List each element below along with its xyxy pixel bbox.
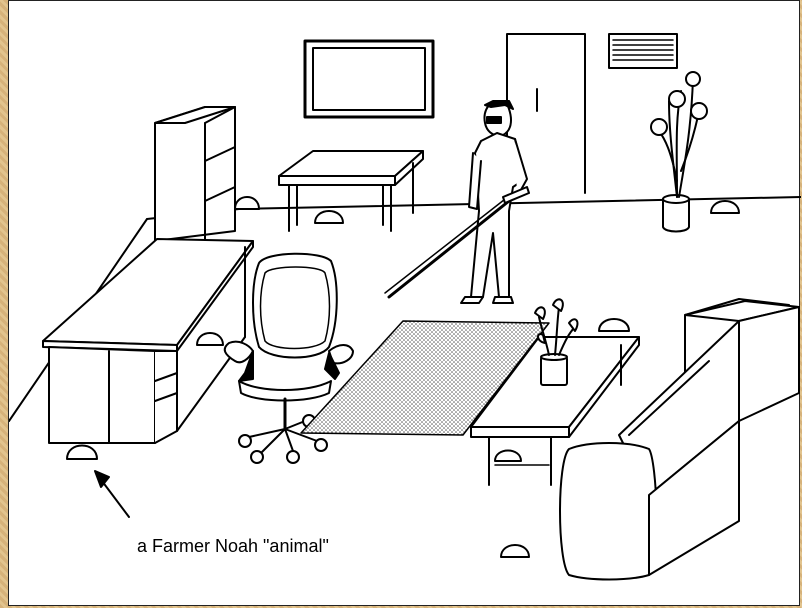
pointer-arrow bbox=[95, 471, 129, 517]
blind-person bbox=[385, 101, 529, 303]
wall-picture bbox=[305, 41, 433, 117]
potted-plant bbox=[651, 72, 707, 232]
room-illustration bbox=[9, 1, 801, 607]
small-table bbox=[279, 151, 423, 231]
arrow-caption: a Farmer Noah "animal" bbox=[137, 536, 329, 557]
tall-cabinet bbox=[155, 107, 235, 241]
wall-vent bbox=[609, 34, 677, 68]
illustration-canvas: a Farmer Noah "animal" bbox=[8, 0, 800, 606]
